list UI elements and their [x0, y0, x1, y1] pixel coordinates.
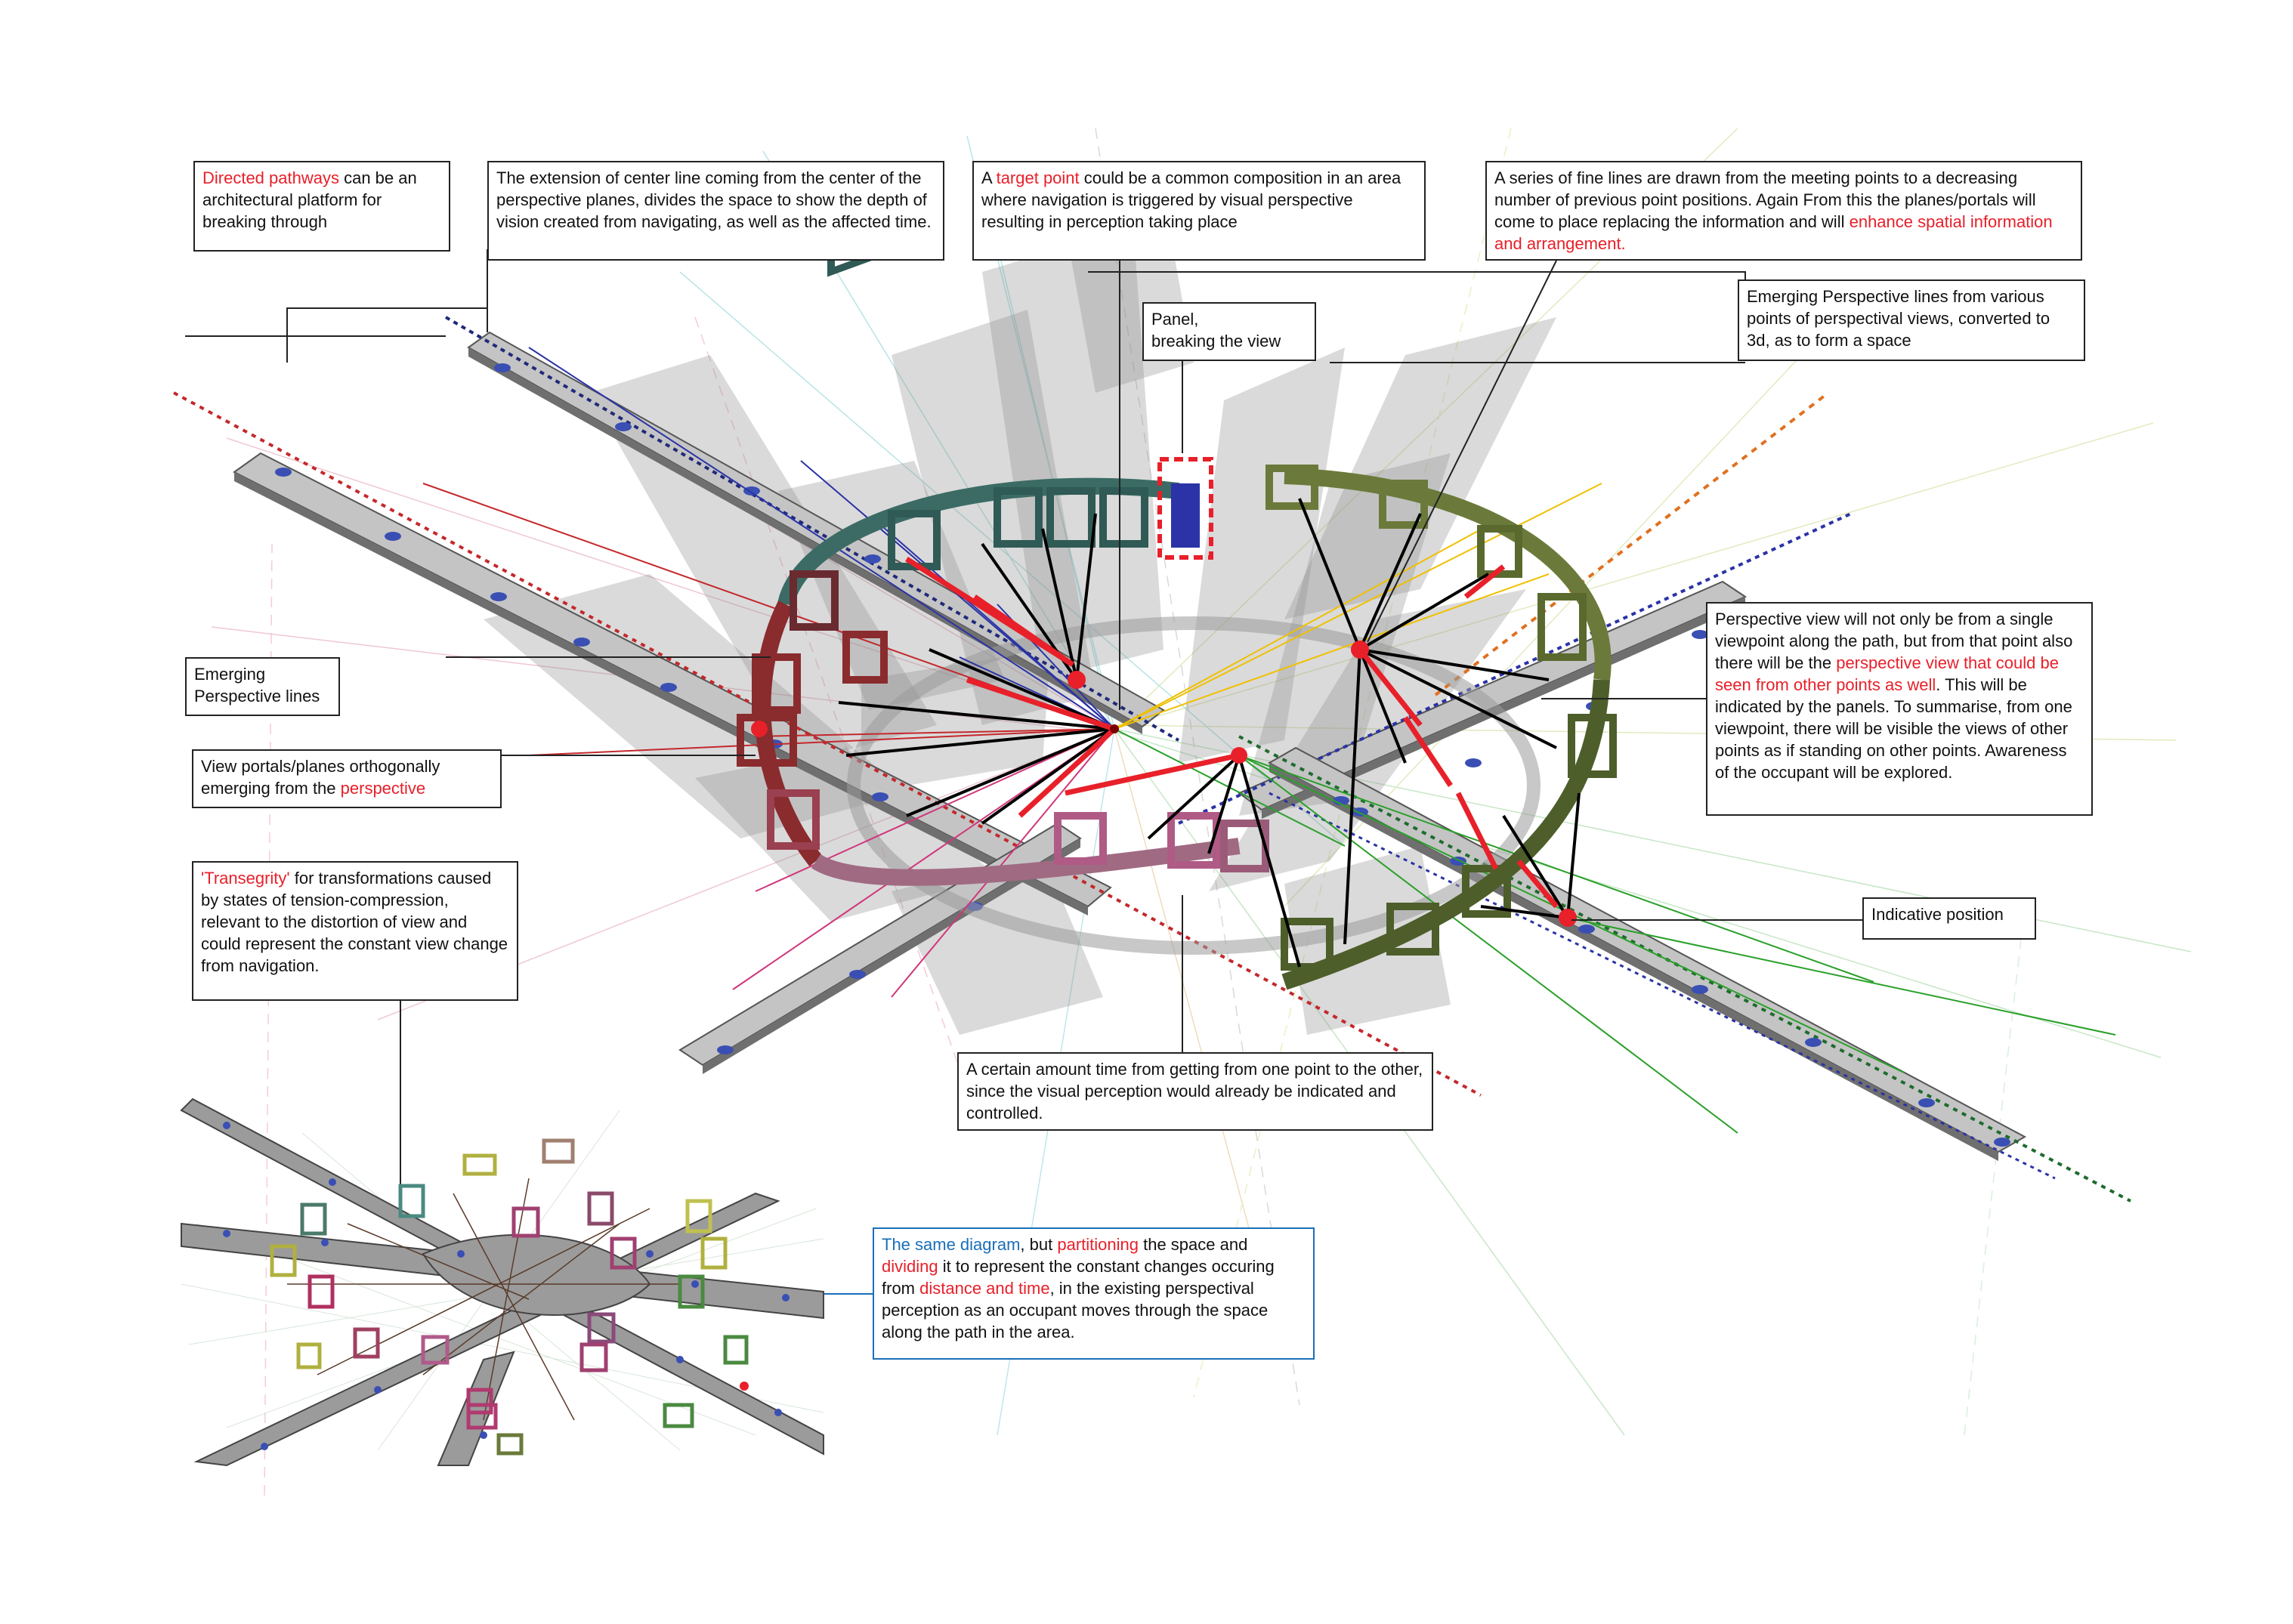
annotation-text: for transformations caused by states of …	[201, 869, 508, 975]
annotation-text-1: , but	[1020, 1235, 1058, 1254]
annotation-text: A certain amount time from getting from …	[966, 1060, 1423, 1122]
annotation-highlight-3: distance and time	[919, 1279, 1050, 1298]
annotation-highlight-blue: The same diagram	[882, 1235, 1021, 1254]
annotation-text-pre: Perspective view will not only be from a…	[1715, 610, 2073, 672]
annotation-view-portals: View portals/planes orthogonally emergin…	[192, 749, 502, 808]
annotation-text: Emerging Perspective lines from various …	[1747, 287, 2050, 350]
annotation-highlight: enhance spatial information and arrangem…	[1494, 212, 2053, 253]
annotation-text-2: the space and	[1138, 1235, 1248, 1254]
annotation-fine-lines: A series of fine lines are drawn from th…	[1485, 161, 2082, 261]
annotation-text-3: it to represent the constant changes occ…	[882, 1257, 1275, 1298]
viewpoint-nodes	[751, 641, 1577, 927]
annotation-same-diagram: The same diagram, but partitioning the s…	[873, 1227, 1315, 1360]
annotation-line-1: Panel,	[1151, 310, 1199, 329]
inset-diagram	[180, 1098, 824, 1467]
annotation-perspective-view: Perspective view will not only be from a…	[1706, 602, 2093, 816]
view-arrows	[838, 498, 1581, 968]
annotation-emerging-3d: Emerging Perspective lines from various …	[1738, 279, 2085, 361]
fan-lines	[422, 347, 2116, 1134]
annotation-directed-pathways: Directed pathways can be an architectura…	[193, 161, 450, 252]
annotation-highlight: Directed pathways	[202, 168, 339, 187]
panel-breaking-view	[1157, 457, 1213, 560]
annotation-target-point: A target point could be a common composi…	[972, 161, 1426, 261]
annotation-emerging-lines: Emerging Perspective lines	[185, 657, 340, 716]
annotation-text: A series of fine lines are drawn from th…	[1494, 168, 2036, 231]
annotation-time-amount: A certain amount time from getting from …	[957, 1052, 1433, 1131]
portal-ring	[737, 198, 1617, 990]
annotation-panel: Panel, breaking the view	[1142, 302, 1316, 361]
annotation-text: The extension of center line coming from…	[496, 168, 932, 231]
annotation-highlight: perspective view that could be seen from…	[1715, 653, 2059, 694]
annotation-text: could be a common composition in an area…	[981, 168, 1401, 231]
annotation-highlight: perspective	[340, 779, 426, 798]
annotation-highlight: target point	[996, 168, 1080, 187]
annotation-highlight: 'Transegrity'	[201, 869, 290, 888]
annotation-text: . This will be indicated by the panels. …	[1715, 675, 2072, 782]
pathway-lower-left	[678, 822, 1082, 1074]
annotation-text: View portals/planes orthogonally emergin…	[201, 757, 440, 798]
ring-shadow	[847, 616, 1541, 955]
annotation-indicative-position: Indicative position	[1862, 897, 2036, 940]
annotation-text-pre: A	[981, 168, 997, 187]
annotation-center-line: The extension of center line coming from…	[487, 161, 944, 261]
annotation-text: can be an architectural platform for bre…	[202, 168, 417, 231]
pathway-right	[1178, 391, 1852, 825]
annotation-text-4: , in the existing perspectival perceptio…	[882, 1279, 1269, 1341]
annotation-line-1: Emerging	[194, 665, 266, 684]
annotation-highlight-2: dividing	[882, 1257, 938, 1276]
annotation-text: Indicative position	[1871, 905, 2004, 924]
annotation-transegrity: 'Transegrity' for transformations caused…	[192, 861, 518, 1001]
annotation-line-2: Perspective lines	[194, 687, 320, 705]
annotation-line-2: breaking the view	[1151, 332, 1281, 350]
annotation-highlight-1: partitioning	[1057, 1235, 1139, 1254]
pathway-left	[173, 391, 1482, 1097]
